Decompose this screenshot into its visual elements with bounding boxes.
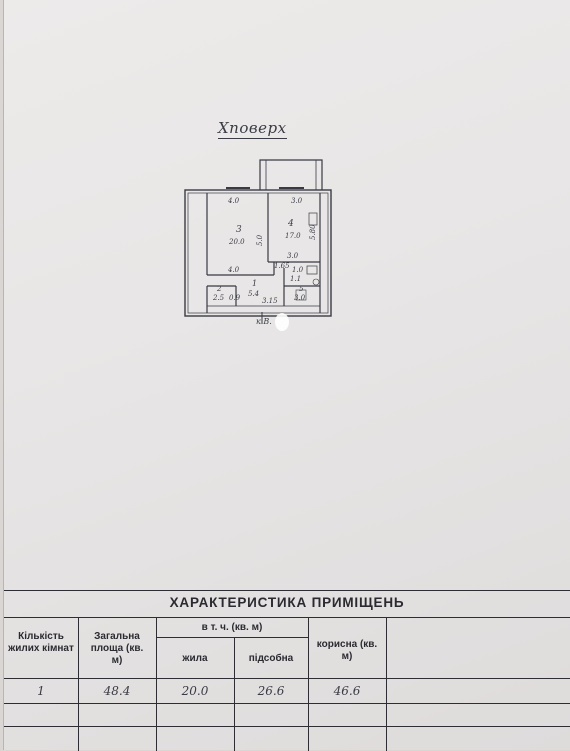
dim-right-vertical: 5.80 (309, 224, 317, 240)
dim-top-left: 4.0 (227, 197, 240, 205)
value-living: 20.0 (181, 684, 209, 698)
dim-3-0: 3.0 (287, 252, 299, 260)
dim-mid-horizontal: 4.0 (227, 266, 240, 274)
value-useful: 46.6 (333, 684, 361, 698)
dim-top-right: 3.0 (291, 197, 303, 205)
room-5-area: 3.0 (294, 294, 306, 302)
room-4-area: 17.0 (285, 232, 301, 240)
dim-mid-vertical: 5.0 (256, 234, 264, 246)
glare (275, 313, 289, 331)
header-rooms-count: Кількість жилих кімнат (8, 631, 74, 654)
dim-1-65: 1.65 (274, 262, 290, 270)
floor-label: Xповерх (218, 119, 287, 139)
entrance-mark: к.В. (256, 317, 272, 326)
document-sheet: Xповерх (4, 0, 570, 751)
room-5-number: 5 (299, 285, 304, 293)
room-3-number: 3 (236, 225, 242, 235)
room-3-area: 20.0 (228, 238, 245, 246)
room-2-number: 2 (216, 285, 222, 293)
header-total-area: Загальна площа (кв. м) (90, 631, 144, 666)
room-1-area: 5.4 (248, 290, 259, 298)
header-auxiliary: підсобна (248, 653, 294, 664)
header-living: жила (182, 653, 208, 664)
header-including: в т. ч. (кв. м) (201, 622, 263, 633)
dim-3-15: 3.15 (262, 297, 278, 305)
table-title: ХАРАКТЕРИСТИКА ПРИМІЩЕНЬ (169, 595, 405, 610)
dim-0-9: 0.9 (229, 294, 241, 302)
floor-plan: 4.0 3.0 3 20.0 4 17.0 5.0 5.80 4.0 3.0 1… (184, 159, 332, 331)
room-2-area: 2.5 (212, 294, 225, 302)
value-total-area: 48.4 (103, 684, 131, 698)
value-auxiliary: 26.6 (257, 684, 285, 698)
room-4-number: 4 (287, 219, 294, 229)
room-1-number: 1 (252, 279, 257, 288)
characteristics-table: ХАРАКТЕРИСТИКА ПРИМІЩЕНЬ Кількість жилих… (4, 590, 570, 751)
dim-1-0: 1.0 (292, 266, 304, 274)
room-6-area: 1.1 (290, 275, 301, 283)
value-rooms-count: 1 (37, 684, 45, 698)
header-useful: корисна (кв. м) (316, 639, 378, 662)
